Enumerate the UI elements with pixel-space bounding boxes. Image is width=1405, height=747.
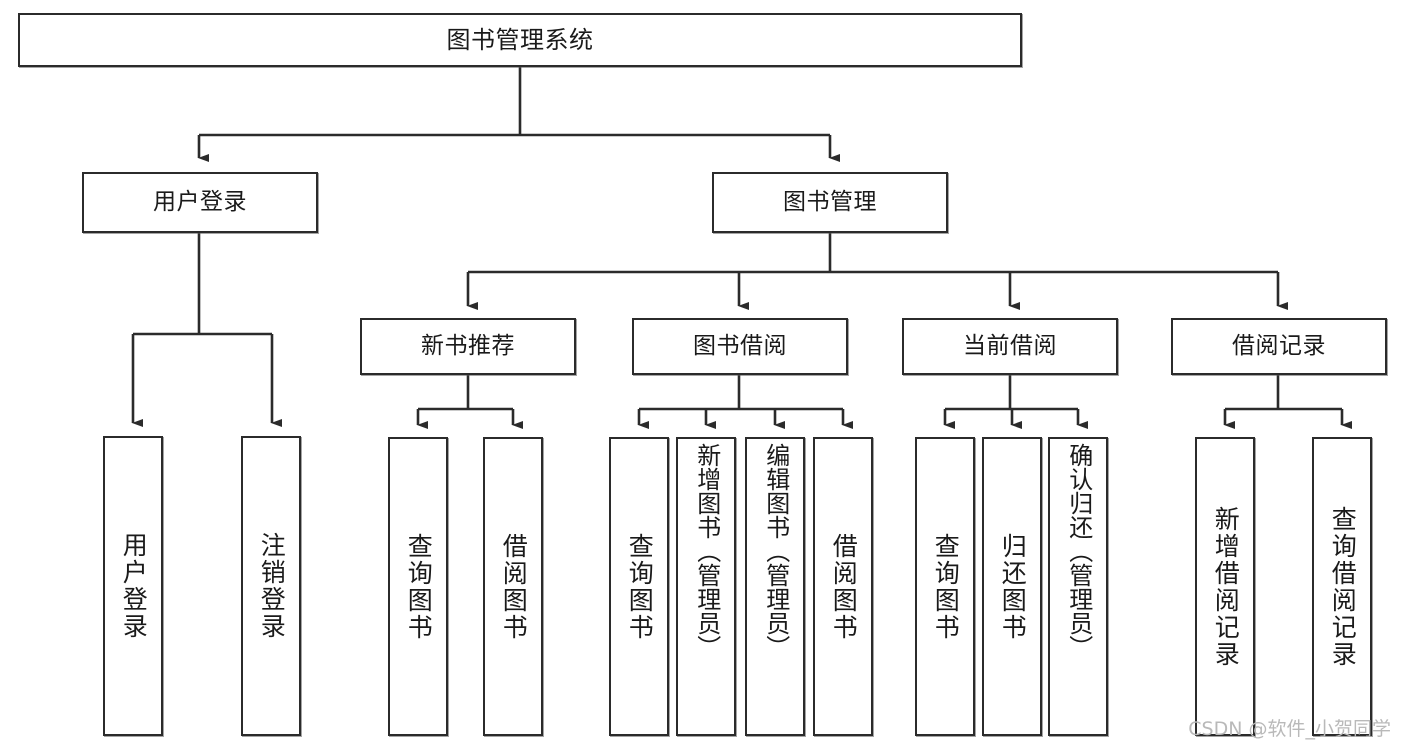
node-label: 归还图书 — [998, 532, 1028, 641]
node-leaf-borrow-book-1[interactable]: 借阅图书 — [483, 437, 543, 736]
node-leaf-borrow-book-2[interactable]: 借阅图书 — [813, 437, 873, 736]
node-label: 图书管理系统 — [446, 25, 594, 54]
node-user-login[interactable]: 用户登录 — [82, 172, 318, 233]
node-book-management[interactable]: 图书管理 — [712, 172, 948, 233]
node-label: 新增借阅记录 — [1211, 505, 1241, 668]
node-leaf-logout-login[interactable]: 注销登录 — [241, 436, 301, 736]
node-leaf-query-book-3[interactable]: 查询图书 — [915, 437, 975, 736]
node-current-borrow[interactable]: 当前借阅 — [902, 318, 1118, 375]
node-label: 借阅图书 — [499, 532, 529, 641]
node-leaf-query-book-1[interactable]: 查询图书 — [388, 437, 448, 736]
node-label: 用户登录 — [153, 188, 247, 215]
node-label: 图书管理 — [783, 188, 877, 215]
node-leaf-edit-book[interactable]: 编辑图书（管理员） — [745, 437, 805, 736]
node-label: 用户登录 — [119, 532, 149, 640]
node-label: 查询图书 — [625, 532, 655, 641]
node-label: 编辑图书（管理员） — [761, 443, 790, 659]
node-label: 借阅图书 — [829, 532, 859, 641]
node-leaf-user-login[interactable]: 用户登录 — [103, 436, 163, 736]
node-label: 查询图书 — [931, 532, 961, 641]
node-leaf-query-book-2[interactable]: 查询图书 — [609, 437, 669, 736]
node-label: 查询图书 — [404, 532, 434, 641]
node-label: 当前借阅 — [963, 332, 1057, 359]
node-label: 注销登录 — [257, 532, 287, 640]
node-borrow-record[interactable]: 借阅记录 — [1171, 318, 1387, 375]
node-new-book-recommend[interactable]: 新书推荐 — [360, 318, 576, 375]
node-leaf-query-record[interactable]: 查询借阅记录 — [1312, 437, 1372, 736]
node-leaf-add-book[interactable]: 新增图书（管理员） — [676, 437, 736, 736]
node-label: 查询借阅记录 — [1328, 505, 1358, 668]
node-book-borrow[interactable]: 图书借阅 — [632, 318, 848, 375]
node-root-system[interactable]: 图书管理系统 — [18, 13, 1022, 67]
node-label: 新书推荐 — [421, 332, 515, 359]
watermark-text: CSDN @软件_小贺同学 — [1188, 718, 1391, 740]
node-leaf-confirm-return[interactable]: 确认归还（管理员） — [1048, 437, 1108, 736]
node-label: 确认归还（管理员） — [1064, 443, 1093, 659]
node-leaf-return-book[interactable]: 归还图书 — [982, 437, 1042, 736]
node-label: 新增图书（管理员） — [692, 443, 721, 659]
node-label: 图书借阅 — [693, 332, 787, 359]
node-leaf-add-record[interactable]: 新增借阅记录 — [1195, 437, 1255, 736]
node-label: 借阅记录 — [1232, 332, 1326, 359]
